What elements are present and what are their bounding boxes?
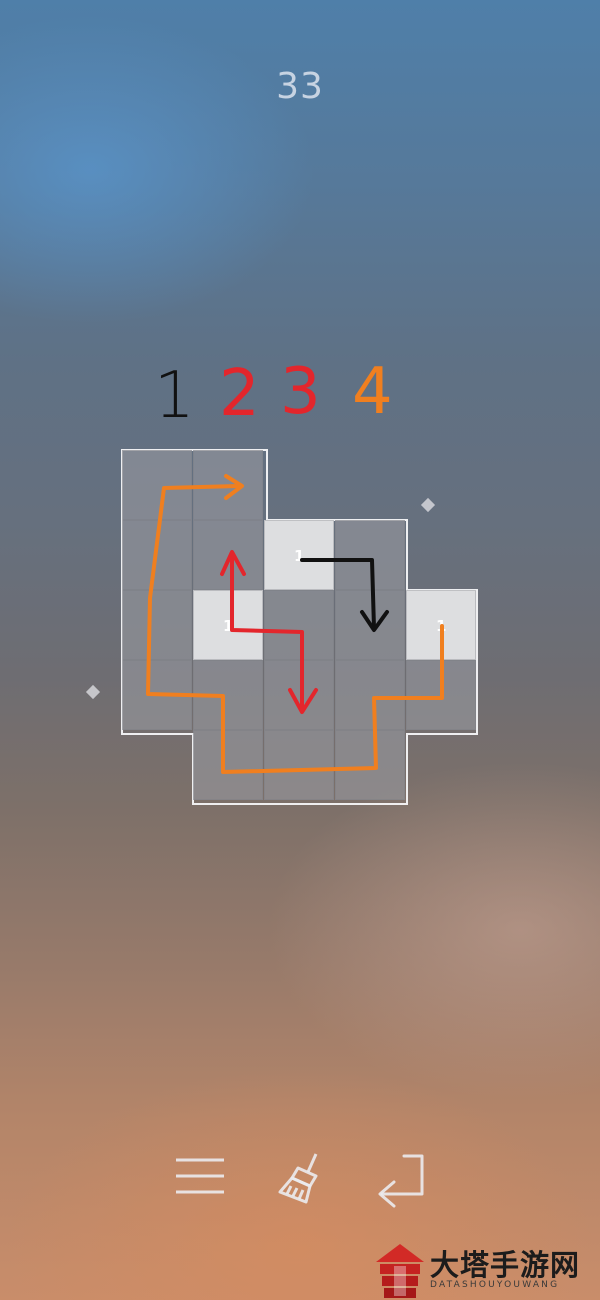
grid-cell[interactable] xyxy=(264,660,334,730)
sequence-number-3: 3 xyxy=(280,355,321,429)
grid-cell[interactable] xyxy=(122,660,192,730)
decorative-dot xyxy=(420,497,436,513)
grid-cell[interactable] xyxy=(264,730,334,800)
sequence-number-2: 2 xyxy=(219,357,260,431)
grid-cell[interactable] xyxy=(264,590,334,660)
watermark-subtitle: DATASHOUYOUWANG xyxy=(430,1280,560,1290)
grid-cell[interactable] xyxy=(193,520,263,590)
bottom-toolbar xyxy=(0,1148,600,1208)
grid-cell[interactable] xyxy=(193,730,263,800)
grid-cell[interactable] xyxy=(122,450,192,520)
watermark-logo-icon xyxy=(376,1244,424,1298)
grid-cell[interactable] xyxy=(335,520,405,590)
grid-cell[interactable] xyxy=(335,730,405,800)
grid-cell[interactable] xyxy=(335,660,405,730)
sequence-number-4: 4 xyxy=(352,355,393,429)
site-watermark: 大塔手游网 DATASHOUYOUWANG xyxy=(372,1240,600,1300)
grid-cell[interactable] xyxy=(193,450,263,520)
tile-number: 1 xyxy=(223,617,234,635)
tile-number: 1 xyxy=(294,547,305,565)
menu-button[interactable] xyxy=(170,1148,230,1208)
grid-cell[interactable] xyxy=(122,520,192,590)
number-tile[interactable]: 1 xyxy=(193,590,263,660)
grid-cell[interactable] xyxy=(122,590,192,660)
watermark-title: 大塔手游网 xyxy=(430,1248,581,1282)
grid-cell[interactable] xyxy=(193,660,263,730)
sequence-number-1: 1 xyxy=(154,359,195,433)
color-sequence: 1 2 3 4 xyxy=(0,360,600,430)
undo-icon xyxy=(378,1154,424,1208)
clear-button[interactable] xyxy=(270,1148,330,1208)
grid-cell[interactable] xyxy=(406,660,476,730)
broom-icon xyxy=(278,1153,318,1204)
number-tile[interactable]: 1 xyxy=(264,520,334,590)
grid-cell[interactable] xyxy=(335,590,405,660)
menu-icon xyxy=(176,1158,224,1194)
level-number: 33 xyxy=(276,66,324,107)
number-tile[interactable]: 1 xyxy=(406,590,476,660)
tile-number: 1 xyxy=(436,617,447,635)
decorative-dot xyxy=(85,684,101,700)
undo-button[interactable] xyxy=(370,1148,430,1208)
